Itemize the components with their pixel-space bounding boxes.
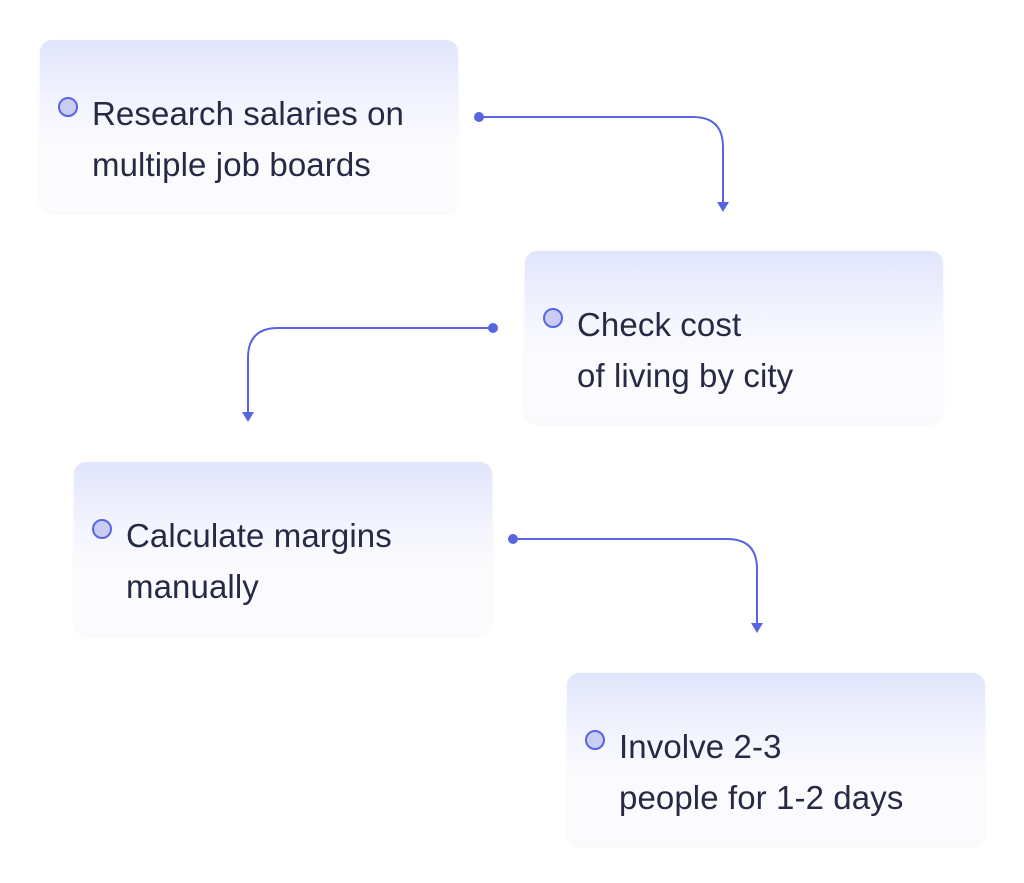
step-label: Calculate margins manually [126,510,392,612]
connector-start-dot [508,534,518,544]
step-card-calculate-margins: Calculate margins manually [74,462,492,634]
step-card-involve-people: Involve 2-3 people for 1-2 days [567,673,985,845]
step-label-line: Check cost [577,306,742,343]
connector-line [479,116,724,203]
step-label: Check cost of living by city [577,299,793,401]
connector-start-dot [488,323,498,333]
circle-bullet-icon [58,97,78,117]
step-card-cost-of-living: Check cost of living by city [525,251,943,423]
step-label: Involve 2-3 people for 1-2 days [619,721,903,823]
step-label-line: Involve 2-3 [619,728,782,765]
step-content: Involve 2-3 people for 1-2 days [585,721,975,823]
connector-step3-to-step4 [508,534,763,633]
step-label-line: of living by city [577,357,794,394]
step-content: Research salaries on multiple job boards [58,88,448,190]
connector-line [513,538,758,624]
step-label-line: manually [126,568,259,605]
circle-bullet-icon [585,730,605,750]
circle-bullet-icon [543,308,563,328]
connector-step2-to-step3 [242,323,498,422]
connector-step1-to-step2 [474,112,729,212]
step-label-line: Calculate margins [126,517,392,554]
circle-bullet-icon [92,519,112,539]
connector-start-dot [474,112,484,122]
connector-arrow-icon [717,202,729,212]
step-content: Calculate margins manually [92,510,482,612]
step-label: Research salaries on multiple job boards [92,88,404,190]
connector-arrow-icon [242,412,254,422]
connector-line [247,327,493,413]
step-content: Check cost of living by city [543,299,933,401]
connector-arrow-icon [751,623,763,633]
step-label-line: multiple job boards [92,146,371,183]
step-label-line: Research salaries on [92,95,404,132]
step-card-research-salaries: Research salaries on multiple job boards [40,40,458,212]
step-label-line: people for 1-2 days [619,779,904,816]
